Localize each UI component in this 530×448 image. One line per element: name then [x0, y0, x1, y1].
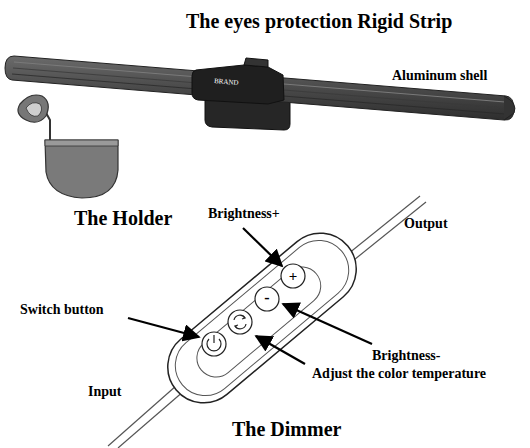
- part-name: The Holder: [74, 207, 172, 229]
- callout-label: Output: [404, 216, 448, 231]
- holder-clip: [192, 65, 284, 104]
- callout-label: Brightness-: [372, 348, 440, 363]
- button-symbol: +: [289, 268, 298, 285]
- callout-label: Brightness+: [208, 206, 280, 221]
- button-symbol: -: [264, 289, 269, 307]
- rigid-strip-bar: [5, 56, 515, 120]
- dimmer-cables: [108, 196, 426, 448]
- dimmer-body: [153, 218, 371, 417]
- callout-label: Input: [88, 384, 121, 399]
- holder-tab: [244, 58, 268, 67]
- part-label: Aluminum shell: [392, 68, 487, 83]
- holder-illustration: [18, 95, 118, 198]
- part-name: The Dimmer: [232, 418, 341, 440]
- dimmer-buttons: [202, 264, 305, 356]
- callout-label: Switch button: [20, 302, 104, 317]
- title: The eyes protection Rigid Strip: [186, 10, 452, 32]
- callout-label: Adjust the color temperature: [312, 366, 486, 381]
- leader-arrows: [128, 228, 372, 364]
